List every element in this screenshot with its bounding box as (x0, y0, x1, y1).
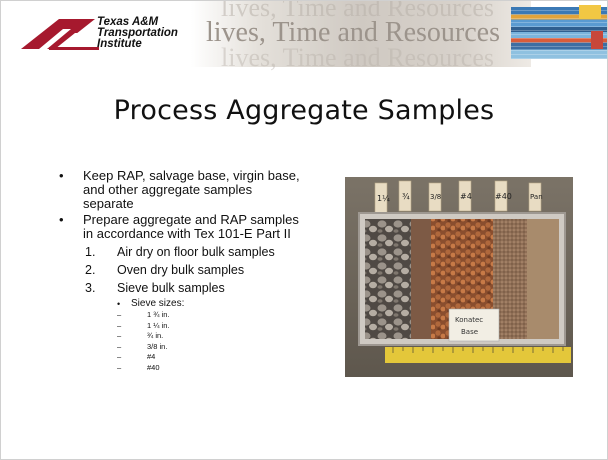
banner-yellow-block (579, 5, 601, 19)
svg-text:#4: #4 (460, 192, 472, 201)
step-text: Sieve bulk samples (117, 281, 225, 295)
logo-wordmark: Texas A&M Transportation Institute (97, 16, 178, 50)
svg-text:3/8: 3/8 (430, 193, 441, 201)
aggregate-samples-photo: 1¼ ¾ 3/8 #4 #40 Pan Konatec Base (345, 177, 573, 377)
sieve-tags (374, 180, 542, 214)
photo-card-line-1: Konatec (455, 316, 483, 324)
slide-title: Process Aggregate Samples (113, 95, 495, 126)
step-number: 2. (85, 263, 96, 277)
bullet-text-line: in accordance with Tex 101-E Part II (83, 226, 291, 241)
numbered-step: 3. Sieve bulk samples (59, 281, 349, 295)
banner-ghost-text-top: lives, Time and Resources (221, 1, 494, 22)
bullet-text-line: separate (83, 196, 134, 211)
sieve-size-item: – ¾ in. (59, 331, 349, 342)
sieve-size-text: 1 ¾ in. (147, 310, 170, 319)
tag-label: 1¼ (377, 194, 390, 203)
sub-bullet-item: • Sieve sizes: (59, 298, 349, 310)
sieve-size-item: – #4 (59, 352, 349, 363)
aggregate-tray-image: 1¼ ¾ 3/8 #4 #40 Pan Konatec Base (345, 177, 573, 377)
photo-card-line-2: Base (461, 328, 478, 336)
logo-line-2: Transportation (97, 27, 178, 39)
step-number: 1. (85, 245, 96, 259)
step-text: Oven dry bulk samples (117, 263, 245, 277)
sieve-size-item: – #40 (59, 363, 349, 374)
svg-text:#40: #40 (495, 192, 512, 201)
bullet-item: • Prepare aggregate and RAP samples in a… (59, 213, 349, 241)
banner-background (191, 1, 531, 67)
dash-icon: – (117, 320, 122, 330)
numbered-step: 1. Air dry on floor bulk samples (59, 245, 349, 259)
dash-icon: – (117, 352, 122, 361)
banner-motto: lives, Time and Resources (206, 17, 500, 48)
sieve-size-text: 1 ¼ in. (147, 320, 170, 330)
sieve-size-item: – 1 ¼ in. (59, 321, 349, 332)
sieve-size-text: ¾ in. (147, 331, 164, 340)
sieve-size-text: #4 (147, 352, 156, 361)
bullet-dot-icon: • (59, 212, 64, 227)
svg-text:¾: ¾ (402, 192, 410, 201)
bullet-text-line: and other aggregate samples (83, 182, 253, 197)
logo-line-1: Texas A&M (97, 16, 159, 28)
bullet-text-line: Prepare aggregate and RAP samples (83, 212, 299, 227)
banner-ghost-text-bottom: lives, Time and Resources (221, 43, 494, 71)
header-banner: lives, Time and Resources lives, Time an… (1, 1, 607, 71)
step-text: Air dry on floor bulk samples (117, 245, 275, 259)
logo-line-3: Institute (97, 38, 142, 50)
sieve-size-item: – 3/8 in. (59, 342, 349, 353)
dash-icon: – (117, 310, 122, 319)
bullet-text-line: Keep RAP, salvage base, virgin base, (83, 168, 300, 183)
bullet-item: • Keep RAP, salvage base, virgin base, a… (59, 169, 349, 211)
bullet-dot-icon: • (59, 168, 64, 183)
dash-icon: – (117, 341, 122, 351)
sub-bullet-text: Sieve sizes: (131, 298, 185, 309)
banner-red-block (591, 31, 603, 49)
bullet-dot-icon: • (117, 299, 121, 309)
slide-body: • Keep RAP, salvage base, virgin base, a… (59, 169, 349, 373)
svg-text:Pan: Pan (530, 193, 543, 201)
numbered-step: 2. Oven dry bulk samples (59, 263, 349, 277)
sieve-size-item: – 1 ¾ in. (59, 310, 349, 321)
dash-icon: – (117, 331, 122, 340)
sieve-size-text: #40 (147, 362, 160, 372)
tti-logo-icon (21, 19, 99, 50)
sieve-size-text: 3/8 in. (147, 341, 168, 351)
dash-icon: – (117, 362, 122, 372)
step-number: 3. (85, 281, 96, 295)
